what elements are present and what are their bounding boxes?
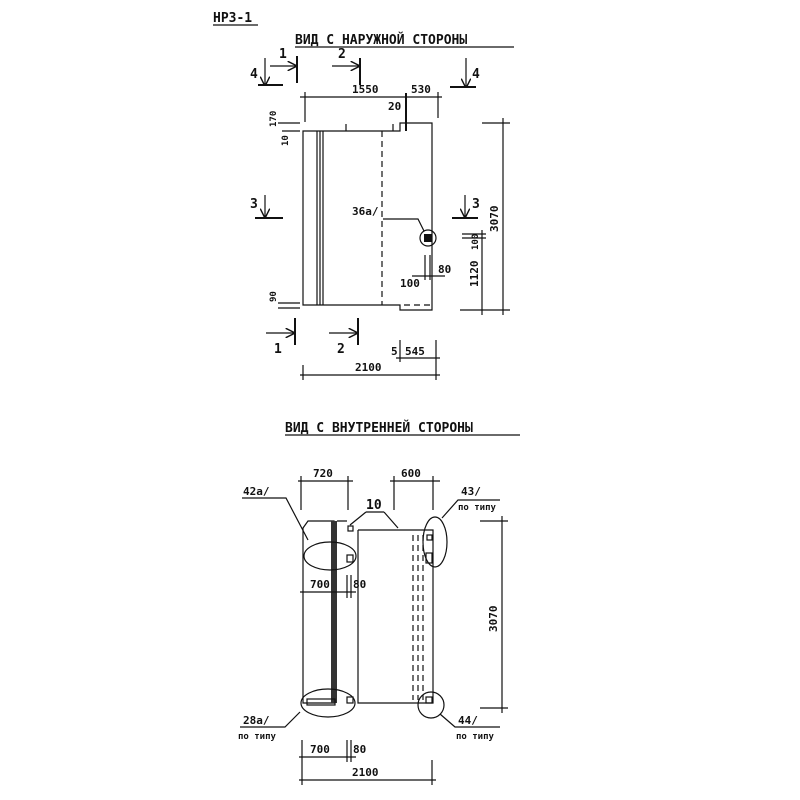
- dim-5: 5: [391, 345, 398, 358]
- callout-44-note: по типу: [456, 732, 495, 742]
- dim-90: 90: [269, 291, 279, 302]
- outer-view: 4 1 2 4 1550 530 20 170 10 90: [250, 47, 510, 380]
- dim-100-h: 100: [400, 277, 420, 290]
- section-4-label-right: 4: [472, 67, 480, 82]
- detail-43-outline: [422, 516, 448, 568]
- inner-view-title: ВИД С ВНУТРЕННЕЙ СТОРОНЫ: [285, 420, 473, 436]
- dim-720: 720: [313, 467, 333, 480]
- section-2-label-bottom: 2: [337, 342, 345, 357]
- dim-600: 600: [401, 467, 421, 480]
- callout-44: 44/: [458, 714, 478, 727]
- dim-1120: 1120: [468, 261, 481, 288]
- callout-28a: 28а/: [243, 714, 270, 727]
- dim-3070-inner: 3070: [487, 606, 500, 633]
- dim-2100-inner: 2100: [352, 766, 379, 779]
- callout-43-note: по типу: [458, 503, 497, 513]
- dim-530: 530: [411, 83, 431, 96]
- hatched-strip: [331, 521, 337, 703]
- sheet-code: НРЗ-1: [213, 11, 252, 26]
- dim-3070: 3070: [488, 206, 501, 233]
- dim-700-top: 700: [310, 578, 330, 591]
- dim-10: 10: [366, 498, 382, 513]
- callout-43: 43/: [461, 485, 481, 498]
- section-3-label: 3: [250, 197, 258, 212]
- dim-1550: 1550: [352, 83, 379, 96]
- detail-28a-outline: [300, 688, 356, 718]
- detail-42a-outline: [303, 541, 357, 571]
- section-1-label: 1: [279, 47, 287, 62]
- inner-view: 720 600 10 42а/ 43/ по типу 28а/ по: [238, 467, 508, 785]
- detail-44-outline: [417, 691, 445, 719]
- callout-36a: 36а/: [352, 205, 379, 218]
- callout-28a-note: по типу: [238, 732, 277, 742]
- dim-545: 545: [405, 345, 425, 358]
- section-3-label-right: 3: [472, 197, 480, 212]
- embedded-part-icon: [424, 234, 432, 242]
- dim-170: 170: [269, 111, 279, 127]
- dim-20: 20: [388, 100, 401, 113]
- dim-80-top: 80: [353, 578, 366, 591]
- section-1-label-bottom: 1: [274, 342, 282, 357]
- dim-2100: 2100: [355, 361, 382, 374]
- section-4-label: 4: [250, 67, 258, 82]
- callout-42a: 42а/: [243, 485, 270, 498]
- dim-80: 80: [438, 263, 451, 276]
- outer-view-title: ВИД С НАРУЖНОЙ СТОРОНЫ: [295, 32, 467, 48]
- dim-10: 10: [281, 135, 291, 146]
- dim-100-v: 100: [471, 234, 481, 250]
- dim-700-bottom: 700: [310, 743, 330, 756]
- dim-80-bottom: 80: [353, 743, 366, 756]
- section-2-label: 2: [338, 47, 346, 62]
